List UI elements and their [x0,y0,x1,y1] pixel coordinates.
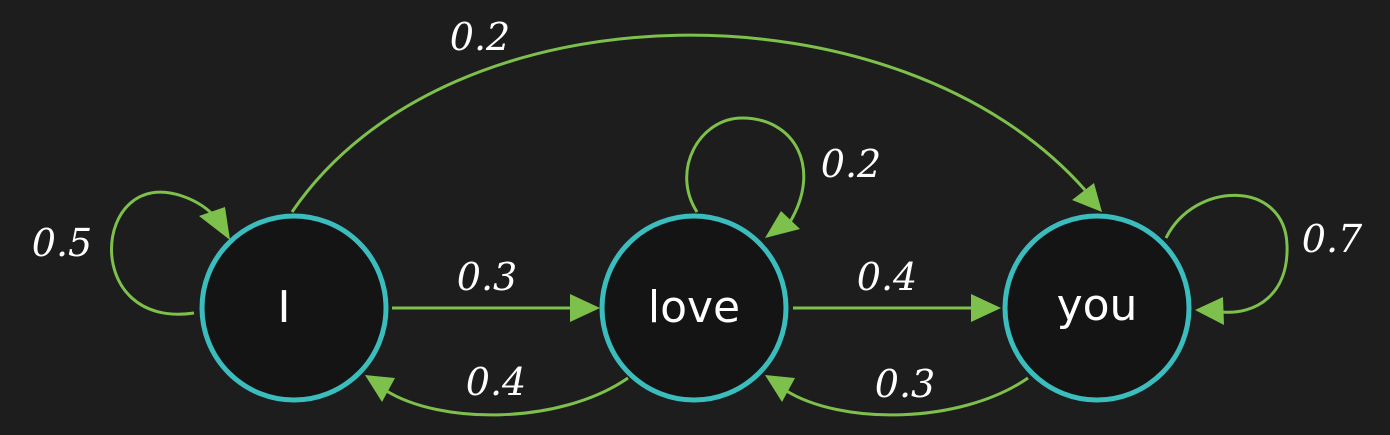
node-I-circle [199,213,389,403]
node-I: I [199,213,389,403]
edge-I-to-you-label: 0.2 [450,15,510,59]
edge-I-to-I-path [110,190,220,316]
node-love-circle [599,213,789,403]
node-you-label: you [1057,280,1138,331]
edge-love-to-love-label: 0.2 [821,142,881,186]
edge-love-to-I-path [384,376,629,417]
edge-you-to-you-path [1164,193,1289,314]
edge-love-to-love: 0.2 [685,116,881,238]
edge-I-to-love: 0.3 [392,255,600,322]
edge-love-to-I-arrowhead [365,375,395,402]
edge-love-to-I: 0.4 [365,360,629,417]
node-you: you [1002,213,1192,403]
edge-you-to-you-arrowhead [1195,297,1224,325]
edge-I-to-you-arrowhead [1072,183,1102,212]
node-love: love [599,213,789,403]
edge-you-to-you: 0.7 [1164,193,1363,325]
edge-you-to-love: 0.3 [765,362,1029,417]
edge-I-to-I-arrowhead [199,207,230,240]
node-I-label: I [278,282,291,333]
node-love-label: love [648,282,740,333]
edge-I-to-I-label: 0.5 [32,221,92,265]
edge-you-to-love-path [784,376,1029,417]
edge-I-to-I: 0.5 [32,190,230,316]
edge-I-to-love-label: 0.3 [457,255,517,299]
node-you-circle [1002,213,1192,403]
edge-you-to-love-label: 0.3 [875,362,935,406]
edge-I-to-you: 0.2 [290,15,1102,213]
edge-love-to-you-label: 0.4 [857,255,917,299]
edge-love-to-love-arrowhead [765,211,800,238]
edge-love-to-I-label: 0.4 [466,360,526,404]
edge-love-to-you: 0.4 [793,255,1001,322]
edge-love-to-love-path [685,116,806,223]
edge-you-to-you-label: 0.7 [1302,217,1363,261]
edges: 0.5 0.3 0.2 0.2 0.4 [32,15,1363,417]
edge-I-to-love-arrowhead [570,294,600,322]
edge-love-to-you-arrowhead [971,294,1001,322]
edge-I-to-you-path [290,33,1087,213]
nodes: I love you [199,213,1192,403]
edge-you-to-love-arrowhead [765,375,795,402]
